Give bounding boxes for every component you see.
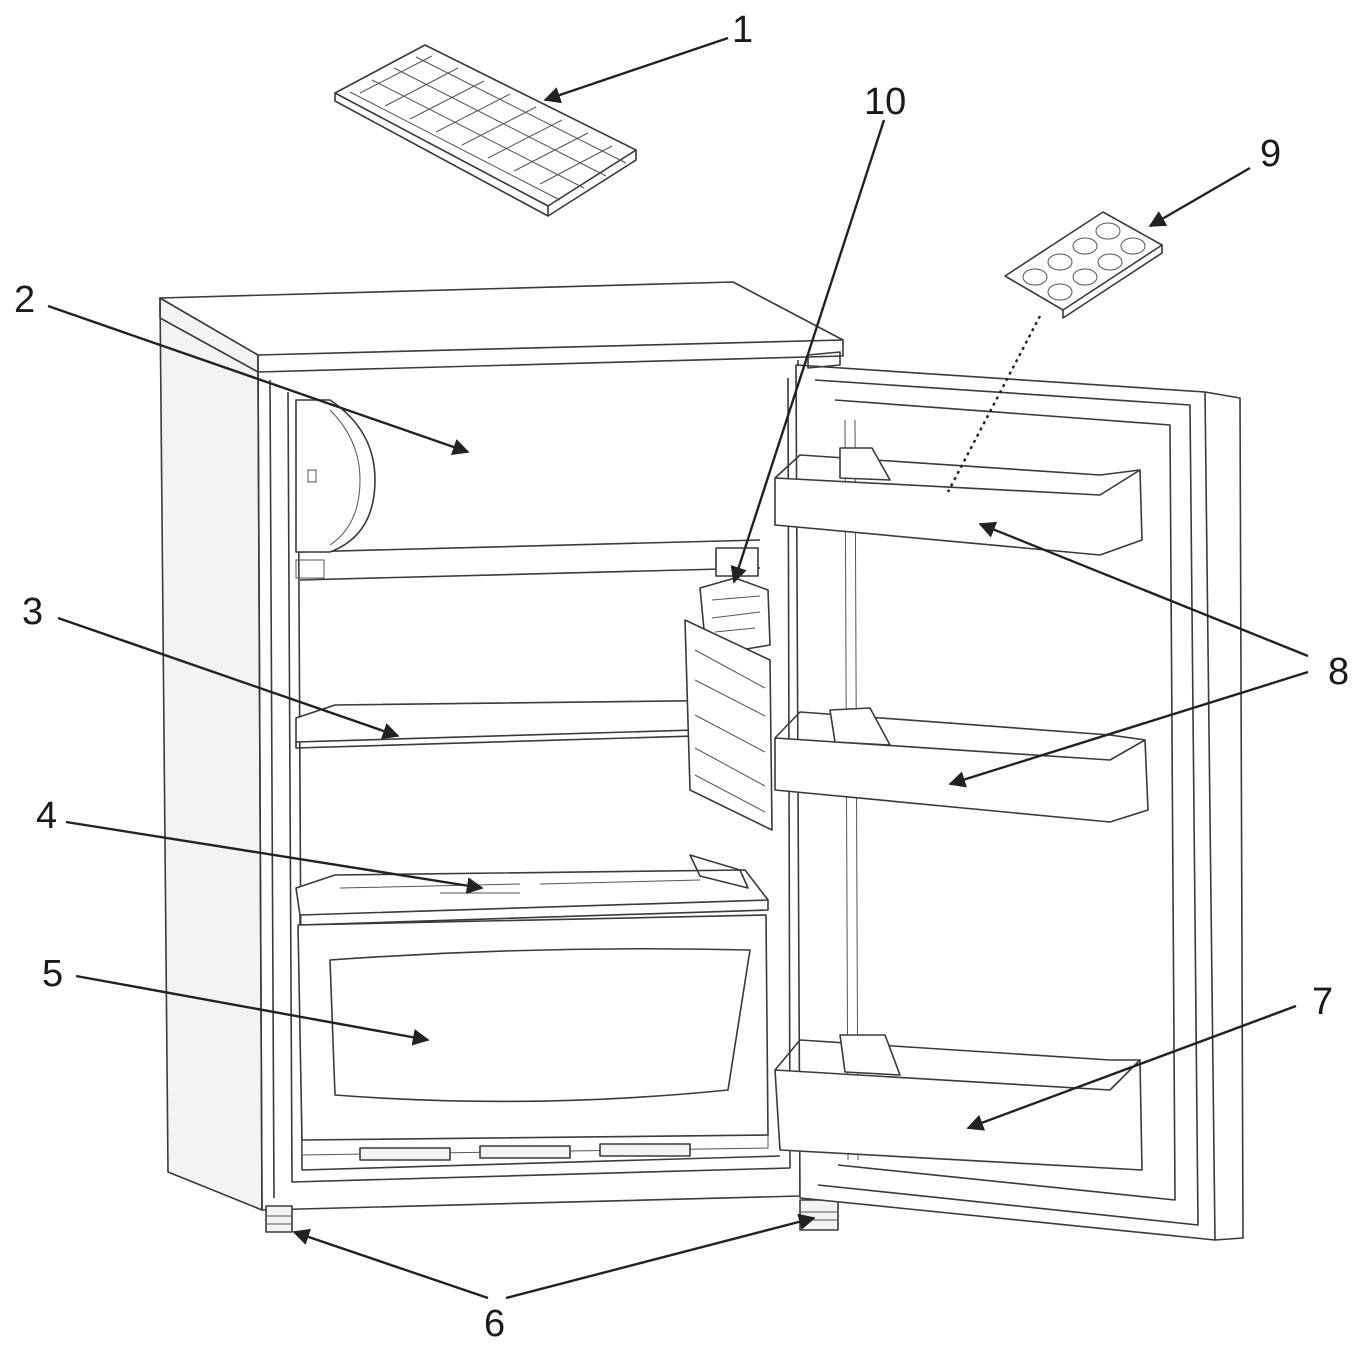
callout-1: 1 — [732, 9, 753, 51]
callout-5: 5 — [42, 953, 63, 995]
callout-7: 7 — [1312, 981, 1333, 1023]
side-rails — [684, 619, 773, 831]
leader-6a — [292, 1228, 489, 1300]
leader-9-dotted — [946, 315, 1042, 493]
door-shelf-upper — [774, 447, 1143, 556]
callout-8: 8 — [1328, 651, 1349, 693]
leader-8b — [948, 670, 1309, 788]
leader-1 — [543, 36, 729, 104]
leader-8a — [978, 521, 1309, 658]
leader-5 — [75, 974, 430, 1046]
adjustable-feet — [265, 1199, 839, 1233]
cabinet — [159, 281, 844, 1211]
callout-9: 9 — [1260, 133, 1281, 175]
crisper-drawer — [297, 914, 769, 1161]
callout-2: 2 — [14, 279, 35, 321]
leader-7 — [966, 1004, 1297, 1131]
leader-2 — [47, 304, 470, 455]
leader-4 — [65, 820, 484, 894]
leader-6b — [505, 1213, 816, 1300]
callout-10: 10 — [864, 81, 906, 123]
crisper-cover — [295, 854, 769, 926]
egg-tray — [1004, 211, 1163, 319]
callout-6: 6 — [484, 1303, 505, 1345]
callout-4: 4 — [36, 795, 57, 837]
leader-lines — [47, 36, 1309, 1300]
ice-tray — [334, 44, 637, 217]
door-bottle-shelf — [774, 1034, 1143, 1171]
callout-labels: 1 2 3 4 5 6 7 8 9 10 — [14, 9, 1349, 1345]
callout-3: 3 — [22, 591, 43, 633]
leader-3 — [57, 616, 400, 739]
leader-10 — [730, 119, 886, 584]
leader-9 — [1148, 166, 1251, 228]
